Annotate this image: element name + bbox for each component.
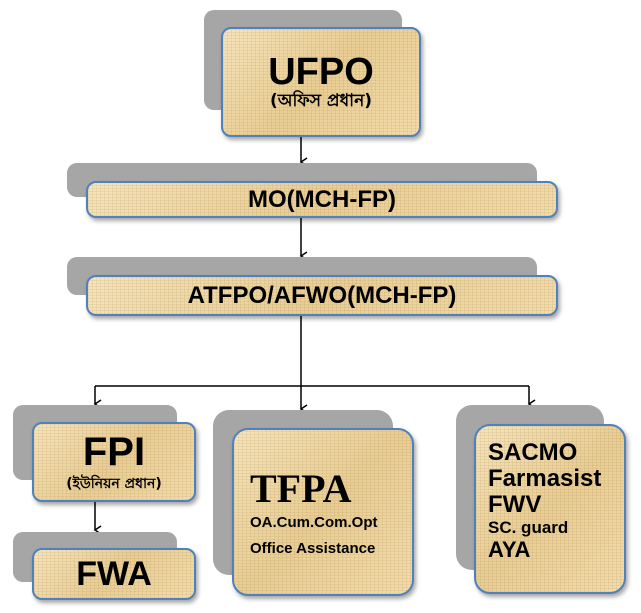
atfpo-title: ATFPO/AFWO(MCH-FP) [187,281,457,309]
ufpo-subtitle: (অফিস প্রধান) [270,91,372,111]
node-fpi: FPI (ইউনিয়ন প্রধান) [32,422,196,502]
staff-fwv: FWV [488,491,542,518]
mo-title: MO(MCH-FP) [248,185,396,213]
tfpa-title: TFPA [250,466,352,511]
fpi-subtitle: (ইউনিয়ন প্রধান) [66,476,162,492]
staff-sc-guard: SC. guard [488,518,569,537]
node-mo: MO(MCH-FP) [86,181,558,218]
node-atfpo: ATFPO/AFWO(MCH-FP) [86,275,558,316]
node-tfpa: TFPA OA.Cum.Com.Opt Office Assistance [232,428,414,596]
tfpa-line-2: Office Assistance [250,540,376,557]
tfpa-line-1: OA.Cum.Com.Opt [250,514,378,531]
staff-farmasist: Farmasist [488,465,602,492]
node-staff: SACMO Farmasist FWV SC. guard AYA [474,424,626,594]
fpi-title: FPI [82,430,146,474]
staff-aya: AYA [488,537,531,562]
staff-sacmo: SACMO [488,439,578,466]
ufpo-title: UFPO [268,51,374,93]
node-fwa: FWA [32,548,196,600]
fwa-title: FWA [76,555,152,593]
node-ufpo: UFPO (অফিস প্রধান) [221,27,421,137]
